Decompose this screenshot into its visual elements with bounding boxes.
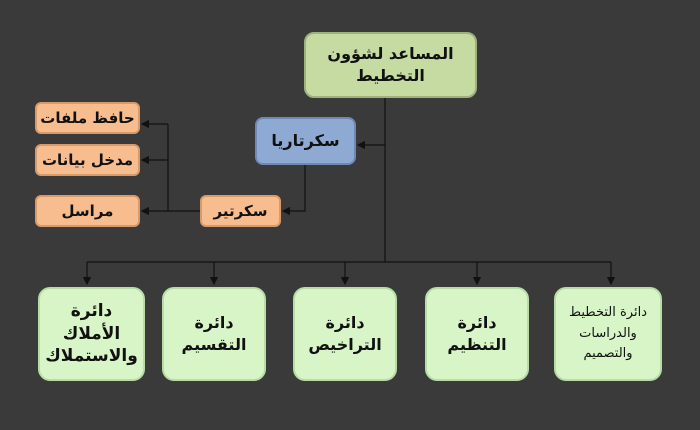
- dept-1-line3: والاستملاك: [45, 346, 138, 367]
- node-planning-assistant: المساعد لشؤون التخطيط: [304, 32, 477, 98]
- dept-3-line1: دائرة: [325, 313, 365, 333]
- node-file-keeper: حافظ ملفات: [35, 102, 140, 134]
- dept-5-line3: والتصميم: [583, 346, 633, 362]
- node-dept-subdivision: دائرة التقسيم: [162, 287, 266, 381]
- node-dept-organization: دائرة التنظيم: [425, 287, 529, 381]
- node-secretariat: سكرتاريا: [255, 117, 356, 165]
- node-dept-planning-studies-design: دائرة التخطيط والدراسات والتصميم: [554, 287, 662, 381]
- node-courier-label: مراسل: [61, 201, 114, 220]
- dept-2-line2: التقسيم: [181, 335, 247, 354]
- node-file-keeper-label: حافظ ملفات: [40, 108, 135, 127]
- dept-3-line2: التراخيص: [308, 335, 382, 354]
- dept-5-line1: دائرة التخطيط: [569, 304, 647, 320]
- node-root-line2: التخطيط: [356, 66, 425, 85]
- dept-1-line2: الأملاك: [62, 323, 121, 344]
- node-secretary: سكرتير: [200, 195, 281, 227]
- node-courier: مراسل: [35, 195, 140, 227]
- dept-1-line1: دائرة: [70, 300, 113, 321]
- dept-2-line1: دائرة: [194, 313, 234, 333]
- node-secretary-label: سكرتير: [213, 201, 268, 220]
- node-root-line1: المساعد لشؤون: [327, 44, 454, 64]
- node-dept-licensing: دائرة التراخيص: [293, 287, 397, 381]
- dept-5-line2: والدراسات: [579, 325, 637, 341]
- node-dept-property-expropriation: دائرة الأملاك والاستملاك: [38, 287, 145, 381]
- dept-4-line1: دائرة: [457, 313, 497, 333]
- node-data-entry-label: مدخل بيانات: [41, 150, 134, 169]
- dept-4-line2: التنظيم: [447, 335, 507, 354]
- node-data-entry: مدخل بيانات: [35, 144, 140, 176]
- connector-secretariat-secretary: [281, 165, 306, 216]
- node-secretariat-label: سكرتاريا: [271, 131, 340, 151]
